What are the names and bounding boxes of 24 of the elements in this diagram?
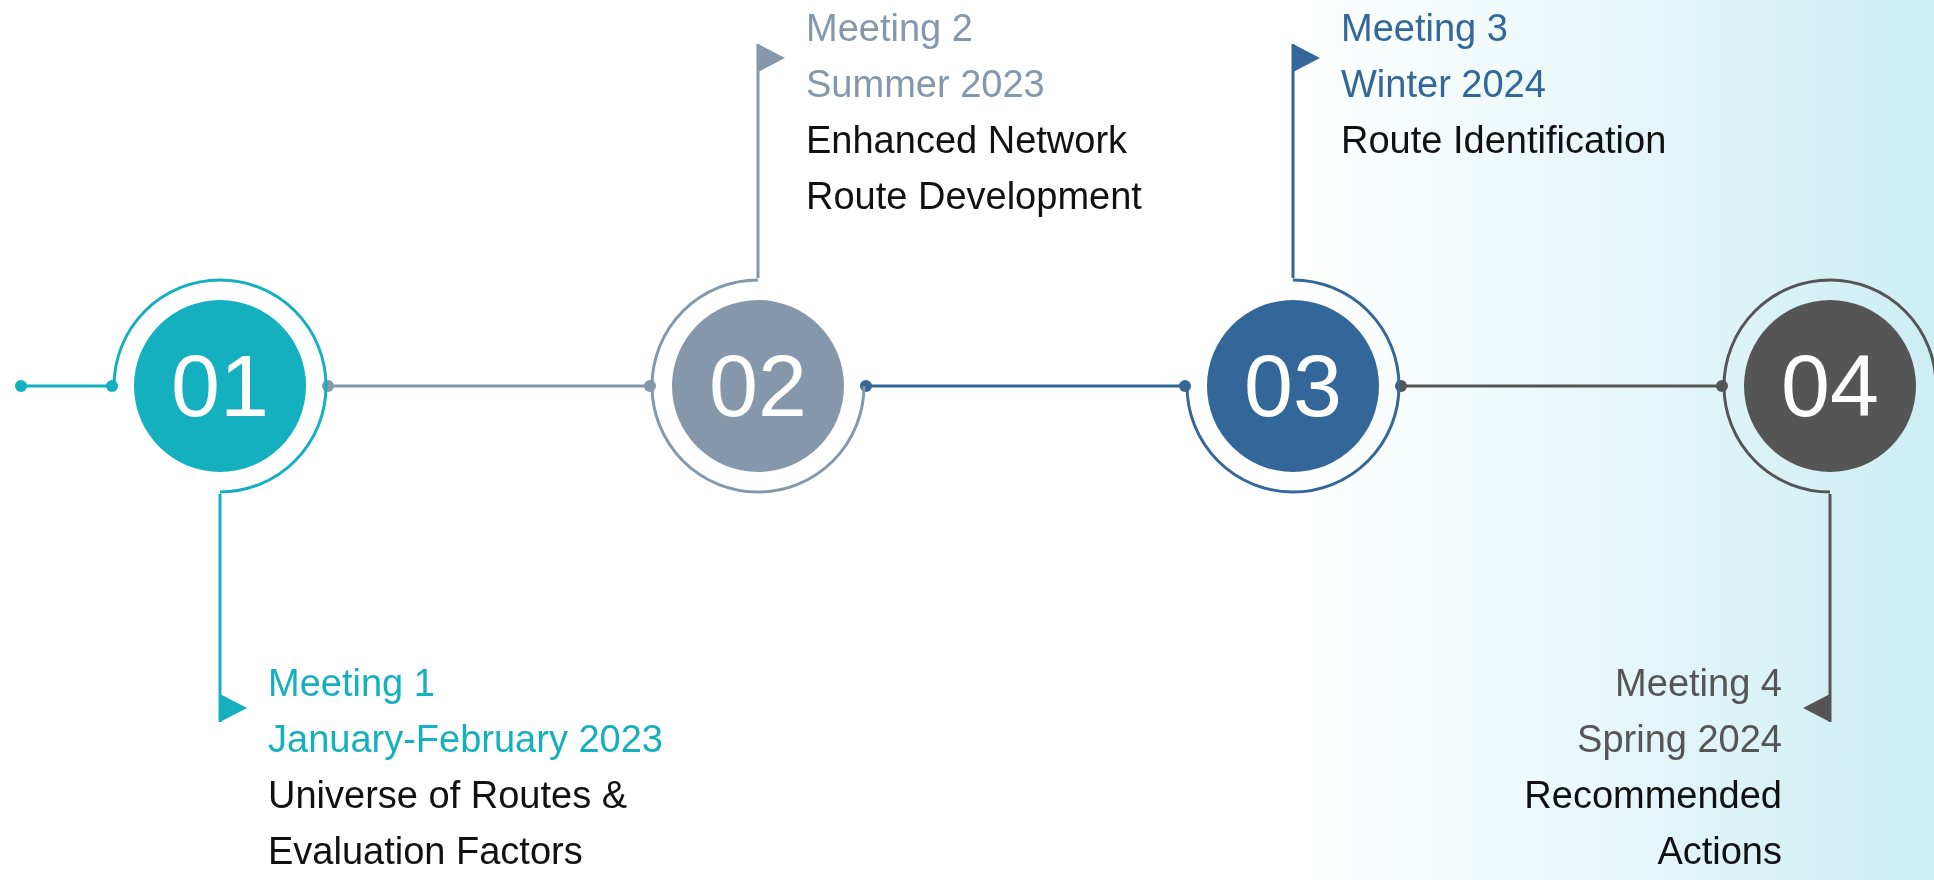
meeting-topic: Route Identification: [1341, 118, 1667, 163]
timeline-line: [15, 380, 118, 392]
step-number: 03: [1244, 342, 1342, 430]
step-number: 02: [709, 342, 807, 430]
meeting-title: Meeting 3: [1341, 6, 1508, 51]
flag-connector: [218, 494, 247, 722]
meeting-title: Meeting 1: [268, 661, 435, 706]
meeting-date: Summer 2023: [806, 62, 1045, 107]
meeting-topic: Enhanced Network Route Development: [806, 118, 1143, 219]
meeting-topic: Recommended Actions: [1523, 773, 1782, 874]
flag-connector: [756, 44, 785, 278]
meeting-title: Meeting 2: [806, 6, 973, 51]
meeting-date: Winter 2024: [1341, 62, 1546, 107]
meeting-date: Spring 2024: [1577, 717, 1782, 762]
meeting-topic: Universe of Routes & Evaluation Factors: [268, 773, 629, 874]
flag-connector: [1803, 494, 1832, 722]
timeline-line: [1395, 380, 1728, 392]
flag-connector: [1291, 44, 1320, 278]
step-number: 01: [171, 342, 269, 430]
meeting-title: Meeting 4: [1615, 661, 1782, 706]
step-number: 04: [1781, 342, 1879, 430]
timeline-line: [322, 380, 656, 392]
timeline-line: [860, 380, 1191, 392]
meeting-date: January-February 2023: [268, 717, 663, 762]
